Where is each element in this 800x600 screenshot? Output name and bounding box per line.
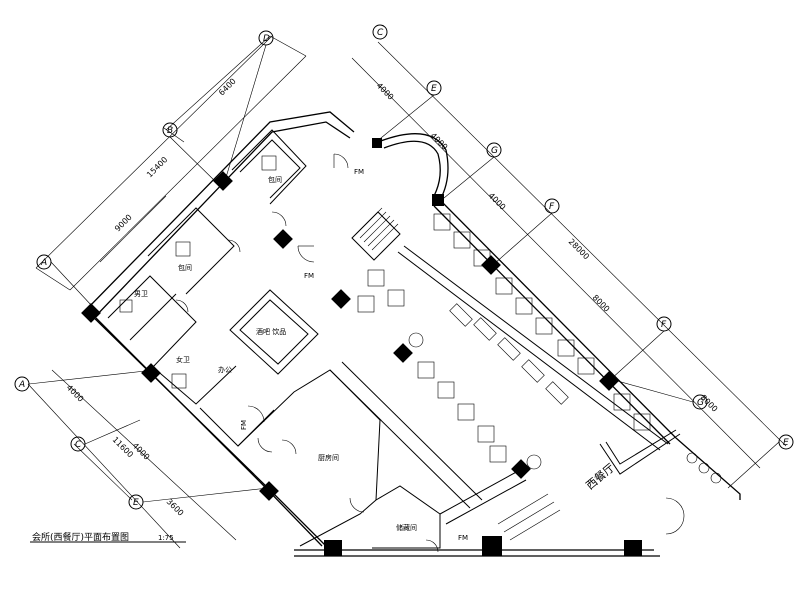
bubble-top-3: A — [40, 258, 47, 268]
bubble-top-7: F — [549, 202, 555, 212]
tag-fm-2: FM — [304, 272, 314, 280]
tag-fm-3: FM — [240, 420, 248, 430]
bubble-left-1: A — [18, 380, 25, 390]
dim-4000-left: 4000 — [65, 383, 86, 404]
room-toilet-f: 女卫 — [176, 355, 190, 364]
bubble-top-4: C — [377, 28, 384, 38]
dim-15400: 15400 — [145, 155, 169, 179]
room-private-2: 包间 — [178, 263, 192, 272]
grid-bubbles-top — [36, 24, 560, 270]
round-plants — [408, 332, 722, 484]
dim-3600: 3600 — [165, 497, 186, 518]
dim-6400: 6400 — [217, 77, 238, 98]
dimension-chain-right — [351, 41, 787, 469]
interior-partitions — [107, 129, 681, 549]
bubble-right-2: G — [697, 398, 704, 408]
bubble-right-1: F — [661, 320, 667, 330]
drawing-title: 会所(西餐厅)平面布置图 — [32, 531, 129, 543]
private-room-tables — [119, 155, 277, 389]
table-group-row2 — [357, 269, 507, 463]
room-storage: 储藏间 — [396, 523, 417, 532]
bubble-top-1: D — [263, 34, 270, 44]
room-office: 办公 — [218, 365, 232, 374]
room-private-1: 包间 — [268, 175, 282, 184]
dining-tables — [119, 155, 722, 484]
bubble-top-5: E — [431, 84, 437, 94]
bubble-right-3: E — [783, 438, 789, 448]
dim-8000-a: 8000 — [591, 293, 612, 314]
room-toilet-m: 男卫 — [134, 290, 148, 298]
dimension-chain-bottom-left — [27, 369, 237, 549]
drawing-scale: 1:75 — [158, 534, 174, 542]
bubble-top-2: B — [167, 126, 173, 136]
bubble-top-6: G — [491, 146, 498, 156]
structural-columns — [81, 138, 642, 556]
room-western-restaurant: 西餐厅 — [583, 460, 617, 492]
tag-fm-4: FM — [458, 534, 468, 542]
table-group-row1 — [433, 213, 651, 431]
dimension-chain-top-left — [35, 35, 307, 291]
door-swings — [175, 153, 685, 553]
bubble-left-2: C — [75, 440, 82, 450]
booths-middle — [449, 303, 569, 405]
grid-axis-lines — [28, 44, 780, 503]
tag-fm-1: FM — [354, 168, 364, 176]
dim-9000: 9000 — [113, 213, 134, 234]
room-bar: 酒吧 饮品 — [256, 327, 286, 336]
room-kitchen: 厨房间 — [318, 453, 339, 462]
bubble-left-3: E — [133, 498, 139, 508]
grid-bubbles-right — [656, 316, 794, 450]
dim-4000-c: 4000 — [487, 191, 508, 212]
